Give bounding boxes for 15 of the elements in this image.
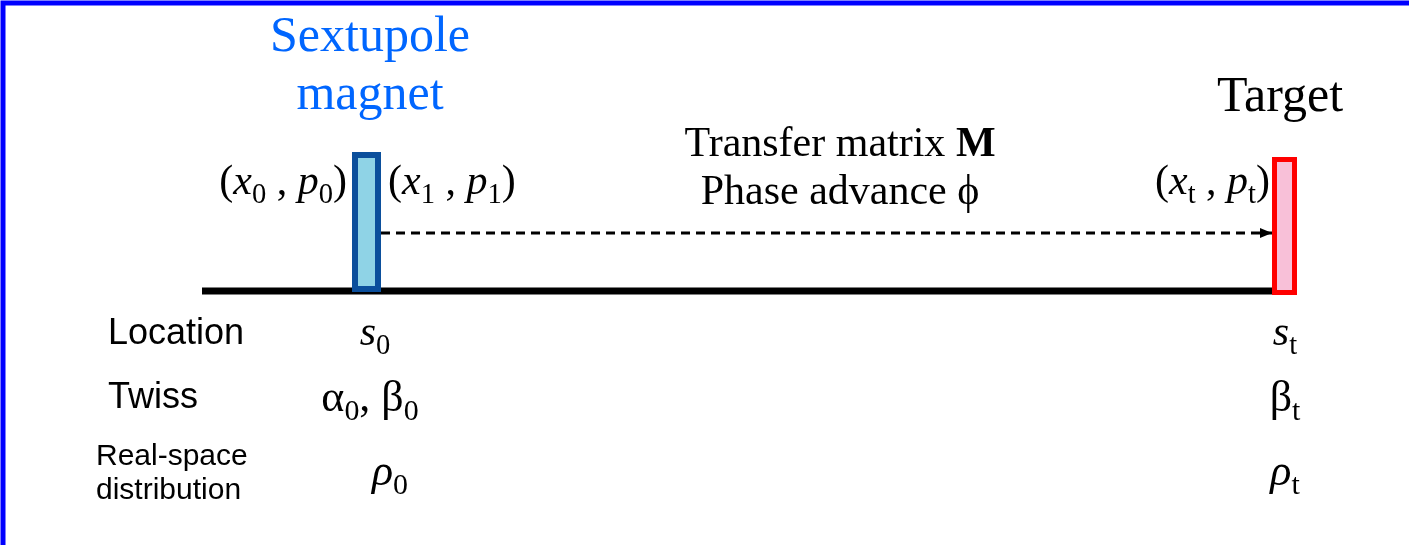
element-heading: Target xyxy=(1215,65,1345,123)
value-label: s$_{0}$ xyxy=(358,307,392,356)
element-heading: Sextupole magnet xyxy=(269,5,471,121)
row-heading: Location xyxy=(108,310,246,354)
value-label: β$_{t}$ xyxy=(1268,372,1302,422)
coordinate-label: (x$_{0}$ , p$_{0}$) xyxy=(218,156,347,205)
row-heading: Real-space distribution xyxy=(96,438,249,506)
row-heading: Twiss xyxy=(108,374,199,418)
value-label: ρ$_{0}$ xyxy=(370,446,410,496)
value-label: α$_{0}$, β$_{0}$ xyxy=(320,372,420,422)
coordinate-label: (x$_{1}$ , p$_{1}$) xyxy=(388,156,517,205)
edge-label: Transfer matrix M Phase advance ϕ xyxy=(683,118,997,214)
value-label: ρ$_{t}$ xyxy=(1268,446,1301,496)
coordinate-label: (x$_{t}$ , p$_{t}$) xyxy=(1153,156,1270,205)
value-label: s$_{t}$ xyxy=(1271,307,1299,356)
